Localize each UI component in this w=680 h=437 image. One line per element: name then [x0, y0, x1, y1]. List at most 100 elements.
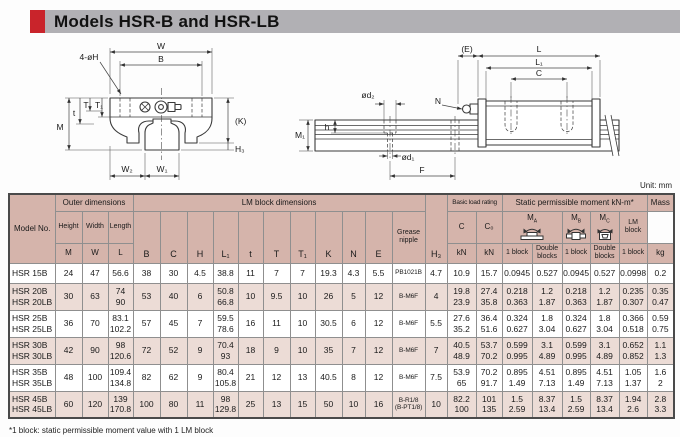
value-cell: 0.527 — [531, 262, 563, 284]
col-header-mc-1block: 1 block — [618, 242, 648, 264]
value-cell: 27.4 35.8 — [475, 282, 503, 311]
value-cell: 98 120.6 — [107, 336, 134, 365]
value-cell: 40.5 48.9 — [446, 336, 477, 365]
value-cell: 47 — [81, 262, 109, 284]
value-cell: 13 — [262, 390, 291, 419]
group-static-moment: Static permissible moment kN-m* — [501, 193, 648, 212]
value-cell: 0.218 0.363 — [501, 282, 533, 311]
value-cell: 21 — [237, 363, 264, 392]
value-cell: 4.51 7.13 — [531, 363, 563, 392]
value-cell: 63 — [81, 282, 109, 311]
value-cell: 7.5 — [424, 363, 448, 392]
value-cell: 52 — [159, 336, 188, 365]
value-cell: 6 — [186, 282, 214, 311]
value-cell: 8 — [341, 363, 366, 392]
header-sub-row: Height Width Length B C H L₁ t T T₁ K N … — [9, 210, 674, 264]
moment-ma-icon — [520, 228, 544, 240]
value-cell: 53.9 65 — [446, 363, 477, 392]
value-cell: 0.0945 — [501, 262, 533, 284]
value-cell: 15 — [289, 390, 316, 419]
value-cell: 25 — [237, 390, 264, 419]
value-cell: 2.8 3.3 — [646, 390, 675, 419]
group-mass: Mass — [646, 193, 675, 212]
value-cell: B-R1/8 (B-PT1/8) — [391, 390, 426, 419]
lm-block-side-outline — [485, 100, 593, 146]
col-header-h3: H₃ — [424, 193, 448, 264]
value-cell: 4 — [424, 282, 448, 311]
value-cell: 12 — [364, 309, 393, 338]
dim-label-w: W — [157, 41, 165, 51]
group-basic-load-rating: Basic load rating — [446, 193, 503, 212]
value-cell: 50 — [314, 390, 343, 419]
unit-c0-kn: kN — [475, 242, 503, 264]
unit-c-kn: kN — [446, 242, 477, 264]
value-cell: 4.3 — [341, 262, 366, 284]
col-header-width: Width — [81, 210, 109, 244]
value-cell: B-M6F — [391, 336, 426, 365]
value-cell: 4.7 — [424, 262, 448, 284]
value-cell: 50.8 66.8 — [212, 282, 239, 311]
value-cell: 100 — [132, 390, 161, 419]
value-cell: 7 — [186, 309, 214, 338]
side-view-diagram: N (E) L L₁ C M₁ h ød₂ ød₁ — [295, 44, 620, 180]
value-cell: 56.6 — [107, 262, 134, 284]
value-cell: 1.5 2.59 — [561, 390, 591, 419]
rail-outline — [144, 118, 180, 151]
col-header-T1: T₁ — [289, 210, 316, 264]
value-cell: 0.366 0.518 — [618, 309, 648, 338]
group-outer-dimensions: Outer dimensions — [54, 193, 134, 212]
value-cell: 8.37 13.4 — [531, 390, 563, 419]
value-cell: 10 — [289, 336, 316, 365]
value-cell: 1.8 3.04 — [531, 309, 563, 338]
dim-label-n: N — [435, 96, 441, 106]
col-header-ma-1block: 1 block — [501, 242, 533, 264]
value-cell: 12 — [364, 336, 393, 365]
value-cell: 72 — [132, 336, 161, 365]
dim-label-l: L — [537, 44, 542, 54]
value-cell: 9 — [186, 336, 214, 365]
ma-label: MA — [527, 213, 538, 225]
value-cell: 1.5 2.59 — [501, 390, 533, 419]
end-seal-right — [591, 98, 601, 148]
value-cell: 30.5 — [314, 309, 343, 338]
dim-label-w2: W₂ — [121, 164, 132, 174]
col-header-ma: MA — [501, 210, 563, 244]
col-header-t: t — [237, 210, 264, 264]
value-cell: 0.59 0.75 — [646, 309, 675, 338]
value-cell: 30 — [54, 282, 83, 311]
value-cell: 38.8 — [212, 262, 239, 284]
value-cell: 59.5 78.6 — [212, 309, 239, 338]
dim-label-m: M — [56, 122, 63, 132]
value-cell: 101 135 — [475, 390, 503, 419]
group-lm-block-dimensions: LM block dimensions — [132, 193, 426, 212]
value-cell: 3.1 4.89 — [589, 336, 620, 365]
col-header-grease-nipple: Grease nipple — [391, 210, 426, 264]
model-cell: HSR 35B HSR 35LB — [8, 363, 56, 392]
dim-label-c: C — [536, 68, 542, 78]
red-accent-bar — [30, 10, 45, 33]
value-cell: B-M6F — [391, 309, 426, 338]
moment-mb-icon — [566, 228, 587, 240]
value-cell: 13 — [289, 363, 316, 392]
col-header-E: E — [364, 210, 393, 264]
col-header-length: Length — [107, 210, 134, 244]
col-header-height: Height — [54, 210, 83, 244]
value-cell: 0.2 — [646, 262, 675, 284]
mc-label: MC — [599, 213, 610, 225]
value-cell: 38 — [132, 262, 161, 284]
value-cell: 36.4 51.6 — [475, 309, 503, 338]
value-cell: 0.235 0.307 — [618, 282, 648, 311]
value-cell: 120 — [81, 390, 109, 419]
value-cell: 1.8 3.04 — [589, 309, 620, 338]
col-header-T: T — [262, 210, 291, 264]
end-seal-left — [477, 98, 487, 148]
col-header-c0: C₀ — [475, 210, 503, 244]
value-cell: 0.324 0.627 — [501, 309, 533, 338]
dim-label-T: T — [83, 100, 88, 110]
value-cell: 8.37 13.4 — [589, 390, 620, 419]
value-cell: 74 90 — [107, 282, 134, 311]
col-header-K: K — [314, 210, 343, 264]
value-cell: 57 — [132, 309, 161, 338]
col-header-lm-block: LM block — [618, 210, 648, 244]
